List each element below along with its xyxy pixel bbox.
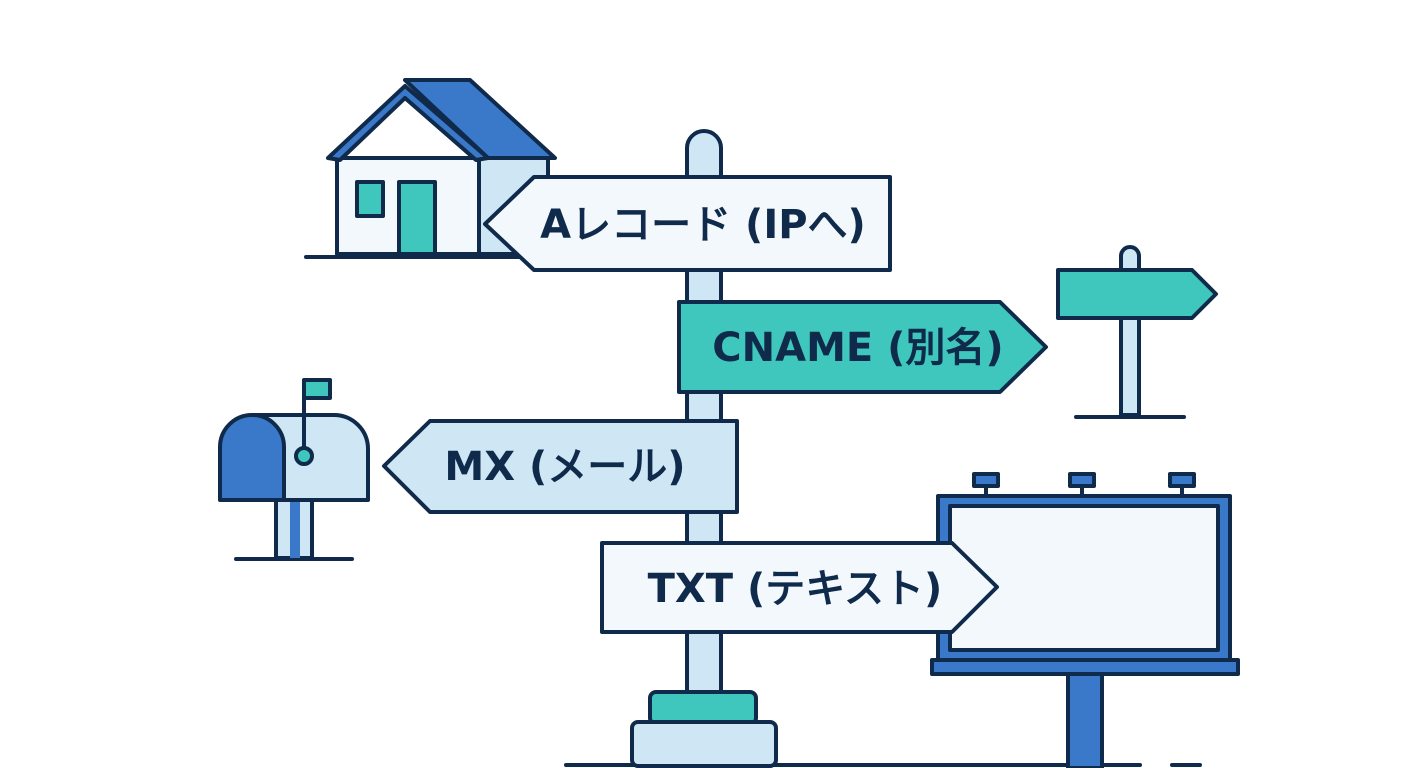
sign-mx-label: MX (メール) (444, 444, 685, 490)
small-signpost-icon (1056, 245, 1218, 417)
mailbox-icon (218, 378, 370, 560)
sign-mx: MX (メール) (382, 419, 739, 514)
billboard-icon (930, 472, 1240, 768)
sign-a-record-label: Aレコード (IPへ) (540, 202, 866, 248)
sign-cname: CNAME (別名) (677, 300, 1048, 394)
sign-txt: TXT (テキスト) (600, 541, 999, 634)
sign-a-record: Aレコード (IPへ) (483, 175, 892, 272)
sign-cname-label: CNAME (別名) (712, 325, 1003, 371)
sign-txt-label: TXT (テキスト) (648, 566, 943, 612)
house-icon (326, 78, 557, 256)
pole-base (630, 690, 778, 768)
